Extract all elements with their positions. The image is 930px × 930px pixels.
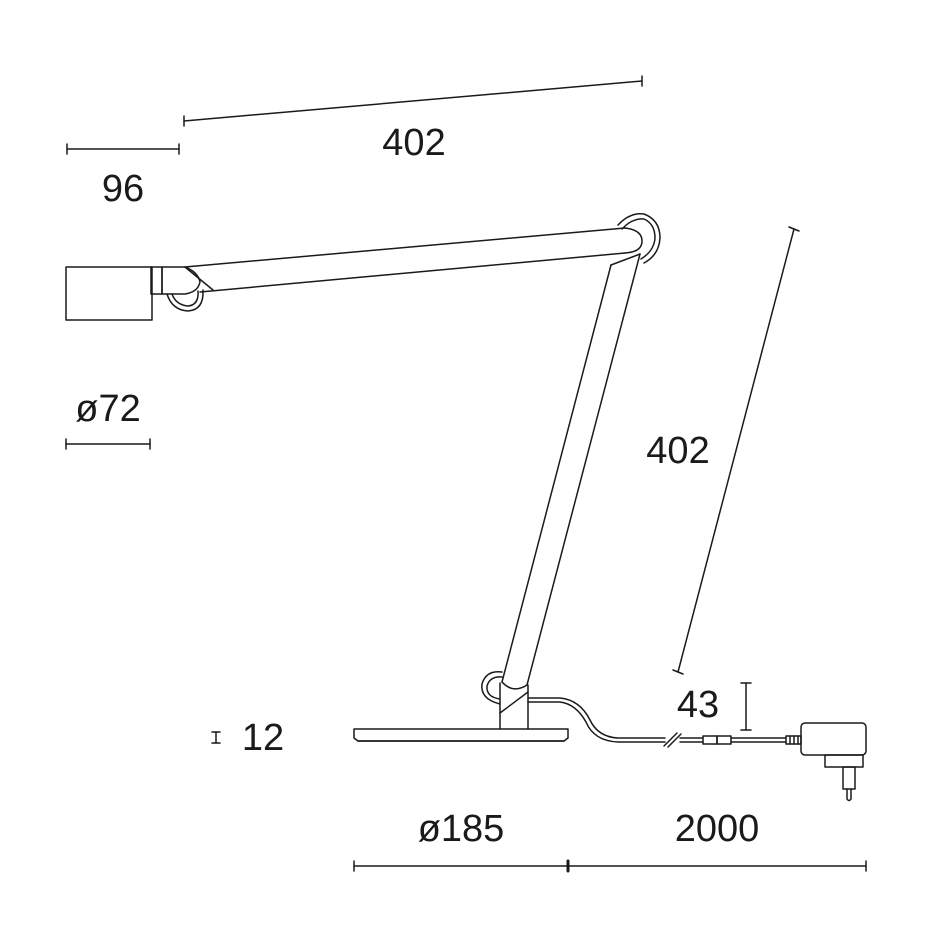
upper-arm-length-label: 402: [382, 122, 446, 164]
dimension-head-length-line: [66, 143, 180, 155]
lamp-head: [65, 266, 201, 321]
base-plate: [353, 728, 569, 742]
cable-length-label: 2000: [674, 808, 760, 850]
dimension-base-and-cable-line: [353, 859, 867, 873]
dimension-base-thickness-line: [211, 731, 221, 744]
elbow-joint: [617, 212, 661, 264]
power-adapter: [785, 722, 867, 802]
upper-arm: [184, 227, 643, 293]
head-diameter-label: ø72: [75, 388, 141, 430]
base-joint-ring: [481, 671, 503, 705]
dimension-lower-arm-line: [672, 226, 800, 675]
head-length-label: 96: [101, 168, 145, 210]
adapter-height-label: 43: [676, 684, 720, 726]
lower-arm-length-label: 402: [646, 430, 710, 472]
dimension-head-diameter-line: [65, 438, 151, 450]
lower-arm: [501, 253, 641, 686]
dimension-upper-arm-line: [183, 75, 643, 127]
base-joint: [499, 681, 529, 730]
power-cable: [527, 697, 787, 748]
base-thickness-label: 12: [241, 717, 285, 759]
inline-connector: [702, 735, 732, 745]
head-joint-ring: [166, 289, 204, 312]
dimension-adapter-height-line: [740, 682, 752, 731]
base-diameter-label: ø185: [417, 808, 505, 850]
